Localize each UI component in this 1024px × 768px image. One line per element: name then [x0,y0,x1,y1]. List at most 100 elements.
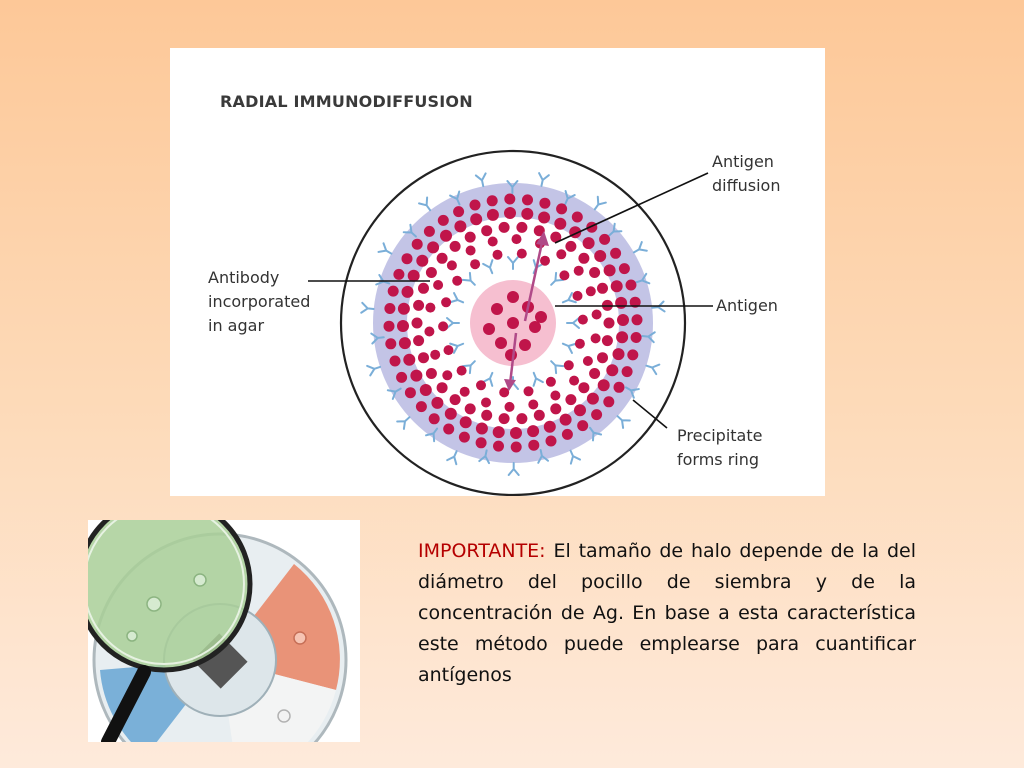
antigen-dot [481,397,491,408]
antigen-dot [594,250,607,262]
antigen-dot [493,440,504,452]
antigen-dot [612,348,625,361]
antigen-dot [385,338,397,350]
antigen-dot [470,213,483,226]
antigen-dot [545,435,557,447]
antigen-dot [631,314,643,326]
antigen-dot [437,214,449,226]
antigen-dot [464,403,476,415]
antigen-dot [441,297,452,308]
antigen-dot [396,371,408,383]
antigen-dot [413,299,425,311]
antigen-dot [569,375,580,386]
antigen-dot [610,280,623,293]
arrow-shaft-up [523,237,545,322]
antigen-dot [469,199,481,211]
antigen-dot [577,314,588,325]
antigen-dot [561,428,573,440]
well-5 [277,709,291,723]
antigen-dots [383,193,643,453]
antigen-dot [425,267,437,278]
antigen-dot [510,427,522,439]
antibody-icon [386,387,402,400]
antigen-dot [597,352,608,364]
antigen-dot [601,335,613,347]
antigen-dot [625,279,637,291]
antigen-dot [464,231,476,243]
antigen-dot [495,337,507,349]
antigen-dot [510,441,522,453]
antigen-dot [492,249,503,260]
antigen-dot [491,303,503,315]
antibody-icon [624,386,640,399]
antibody-icon [478,449,491,465]
antigen-dot [591,309,602,320]
antigen-dot [436,252,448,264]
antigen-dot [545,376,556,387]
antibody-icon [449,342,465,354]
antibody-icon [564,189,576,205]
antigen-dot [413,335,425,347]
antigen-dot [621,366,633,378]
antibody-icon [370,332,385,345]
antigen-dot [499,387,510,398]
antigen-dot [403,353,416,366]
magnifying-glass-icon [88,520,348,742]
antigen-dot [533,225,545,237]
antigen-dot [404,387,416,399]
antibody-icon [507,256,519,270]
antibody-icon [446,450,458,466]
inner-antibodies [446,256,580,390]
antigen-dot [401,253,413,265]
antigen-dot [629,296,641,308]
antigen-dot [486,195,498,207]
antigen-dot [597,379,610,392]
well-1 [146,596,162,612]
antigen-dot [521,207,534,220]
antigen-dot [535,311,547,323]
antigen-dot [578,252,590,264]
antigen-dot [565,394,577,406]
leader-antigen-diffusion [554,172,709,244]
antigen-dot [498,221,510,233]
leader-precipitate [632,399,668,429]
antigen-dot [543,420,556,433]
outer-antibodies [360,172,666,476]
antigen-dot [430,349,441,360]
antigen-dot [556,249,567,260]
antigen-dot [419,384,432,396]
label-antigen-diffusion: Antigen diffusion [712,152,781,195]
antigen-dot [425,302,436,313]
antigen-dot [428,413,440,425]
antigen-dot [591,409,603,421]
antibody-icon [632,241,648,254]
well-2 [193,573,207,587]
antigen-dot [401,285,414,298]
antibody-icon [461,271,476,286]
antibody-icon [635,272,651,285]
antigen-dot [458,431,470,443]
antigen-dot [617,314,629,326]
antigen-dot [529,321,541,333]
label-antigen: Antigen [716,296,778,315]
petri-dish-photo [88,520,360,742]
antibody-icon [474,172,487,188]
antigen-dot [459,386,470,397]
antigen-dot [411,317,423,329]
antigen-dot [571,211,583,223]
antigen-dot [416,254,429,267]
antigen-dot [511,234,522,245]
antigen-dot [582,356,593,366]
antibody-icon [569,449,582,465]
antigen-dot [475,437,487,449]
antigen-dot [415,401,427,413]
importante-body: El tamaño de halo depende de la del diám… [418,540,916,686]
antibody-icon [608,222,623,237]
antigen-dot [528,399,539,410]
importante-label: IMPORTANTE: [418,540,546,562]
antigen-dot [397,302,410,315]
antigen-dot [453,206,465,218]
antigen-dot [610,247,622,259]
antibody-icon [506,180,519,194]
antigen-dot [528,439,540,451]
